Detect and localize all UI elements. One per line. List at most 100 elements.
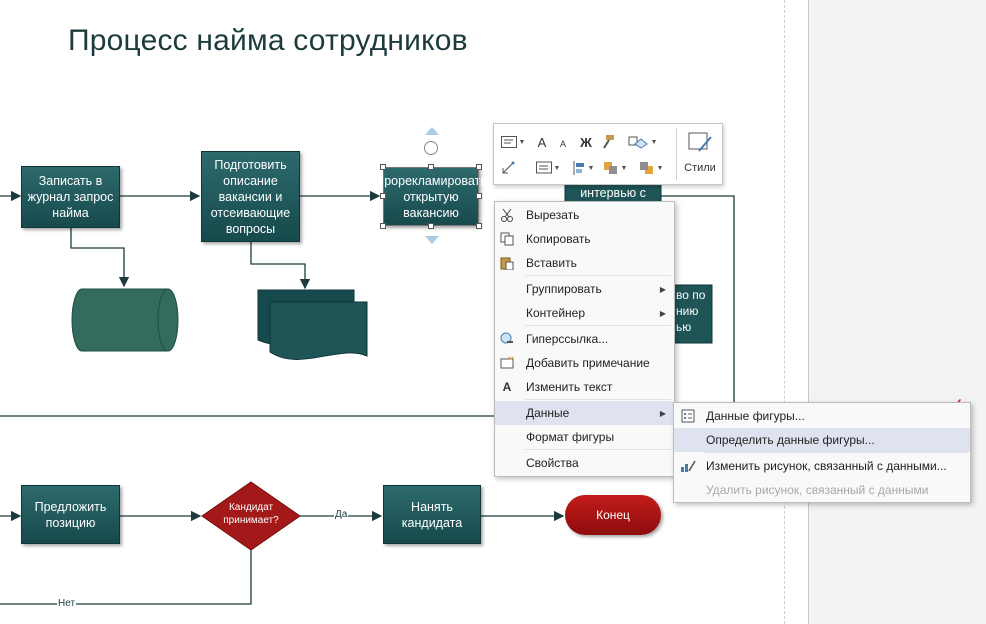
page-title[interactable]: Процесс найма сотрудников [68, 24, 468, 57]
shape-data-icon [680, 408, 696, 424]
yes-label: Да [334, 509, 349, 520]
context-menu-item[interactable]: Формат фигуры [495, 425, 674, 449]
offer-shape[interactable]: Предложить позицию [21, 485, 120, 544]
resize-handle[interactable] [380, 164, 386, 170]
documents-shape [257, 289, 368, 360]
context-menu-item-label: Добавить примечание [526, 356, 650, 370]
page-margin-area [808, 0, 986, 624]
end-terminator[interactable]: Конец [565, 495, 661, 535]
hire-shape[interactable]: Нанять кандидата [383, 485, 481, 544]
context-menu-item-label: Гиперссылка... [526, 332, 609, 346]
submenu-arrow-icon: ▶ [659, 308, 666, 318]
menu-separator [525, 449, 671, 450]
mini-toolbar [493, 123, 723, 185]
context-menu-item-label: Изменить текст [526, 380, 613, 394]
context-menu-item[interactable]: Вырезать [495, 203, 674, 227]
autoconnect-up-arrow-icon[interactable] [425, 127, 439, 135]
context-menu-item[interactable]: Добавить примечание [495, 351, 674, 375]
data-submenu-item: Удалить рисунок, связанный с данными [674, 478, 970, 502]
connector-no-branch [0, 550, 252, 605]
context-menu-item[interactable]: A Изменить текст [495, 375, 674, 399]
context-menu-item-label: Вырезать [526, 208, 580, 222]
hyperlink-icon [499, 331, 515, 347]
decision-label[interactable]: Кандидат принимает? [223, 502, 279, 526]
rotate-handle-icon[interactable] [424, 141, 438, 155]
prepare-description-shape[interactable]: Подготовить описание вакансии и отсеиваю… [201, 151, 300, 242]
resize-handle[interactable] [476, 193, 482, 199]
bold-icon[interactable]: Ж [580, 134, 592, 150]
selection-frame [383, 167, 479, 226]
resize-handle[interactable] [428, 164, 434, 170]
send-backward-icon[interactable]: ▼ [636, 158, 666, 178]
edit-text-icon: A [502, 380, 512, 394]
menu-separator [704, 452, 968, 453]
connector-loop-back [0, 195, 735, 417]
context-menu-item-label: Копировать [526, 232, 591, 246]
context-menu-item[interactable]: Данные ▶ [495, 401, 674, 425]
data-graphic-icon [680, 458, 696, 474]
resize-handle[interactable] [428, 223, 434, 229]
context-menu-item-label: Формат фигуры [526, 430, 615, 444]
context-menu-item[interactable]: Свойства [495, 451, 674, 475]
scissors-icon [499, 207, 515, 223]
connector-record-database [70, 228, 130, 288]
data-submenu-item[interactable]: Определить данные фигуры... [674, 428, 970, 452]
context-menu-item-label: Данные [526, 406, 570, 420]
shrink-font-icon[interactable]: A [559, 139, 566, 149]
menu-separator [525, 325, 671, 326]
position-icon[interactable]: ▼ [570, 158, 596, 178]
change-shape-icon[interactable]: ▼ [622, 132, 662, 152]
context-menu-item-label: Контейнер [526, 306, 586, 320]
page-break-line [784, 0, 785, 624]
format-painter-icon[interactable] [600, 132, 616, 152]
autoconnect-down-arrow-icon[interactable] [425, 236, 439, 244]
resize-handle[interactable] [380, 193, 386, 199]
connector-icon[interactable] [498, 158, 518, 178]
toolbar-separator [676, 128, 677, 180]
context-menu-item[interactable]: Копировать [495, 227, 674, 251]
partial-right-shape [669, 284, 713, 344]
resize-handle[interactable] [476, 164, 482, 170]
context-menu-item[interactable]: Гиперссылка... [495, 327, 674, 351]
data-submenu-item-label: Изменить рисунок, связанный с данными... [706, 459, 947, 473]
context-menu-item[interactable]: Группировать ▶ [495, 277, 674, 301]
data-submenu-item-label: Определить данные фигуры... [706, 433, 875, 447]
interview-shape-label: интервью с [580, 186, 646, 200]
partial-right-line-2: нию [676, 304, 699, 318]
data-submenu-item-label: Удалить рисунок, связанный с данными [706, 483, 929, 497]
partial-right-line-1: во по [676, 288, 706, 302]
menu-separator [525, 399, 671, 400]
data-submenu-item[interactable]: Изменить рисунок, связанный с данными... [674, 454, 970, 478]
no-label: Нет [57, 598, 77, 609]
context-menu-item[interactable]: Вставить [495, 251, 674, 275]
comment-icon [499, 355, 515, 371]
context-menu-item[interactable]: Контейнер ▶ [495, 301, 674, 325]
context-menu [494, 201, 675, 477]
styles-icon[interactable] [684, 130, 716, 156]
data-submenu-item-label: Данные фигуры... [706, 409, 805, 423]
connector-prepare-documents [250, 242, 311, 290]
data-submenu-item[interactable]: Данные фигуры... [674, 404, 970, 428]
resize-handle[interactable] [380, 223, 386, 229]
styles-label[interactable]: Стили [684, 162, 716, 174]
paste-icon [499, 255, 515, 271]
bring-forward-icon[interactable]: ▼ [601, 158, 629, 178]
copy-icon [499, 231, 515, 247]
partial-right-line-3: ью [676, 320, 692, 334]
submenu-arrow-icon: ▶ [659, 408, 666, 418]
context-menu-item-label: Вставить [526, 256, 577, 270]
record-request-shape[interactable]: Записать в журнал запрос найма [21, 166, 120, 228]
grow-font-icon[interactable]: A [537, 134, 547, 150]
resize-handle[interactable] [476, 223, 482, 229]
align-icon[interactable]: ▼ [533, 158, 563, 178]
shape-text-icon[interactable]: ▼ [498, 132, 528, 152]
database-shape [71, 288, 179, 352]
decision-diamond [201, 481, 301, 551]
submenu-arrow-icon: ▶ [659, 284, 666, 294]
context-menu-item-label: Группировать [526, 282, 602, 296]
context-menu-item-label: Свойства [526, 456, 579, 470]
menu-separator [525, 275, 671, 276]
partial-right-label: во по нию ью [676, 287, 705, 335]
